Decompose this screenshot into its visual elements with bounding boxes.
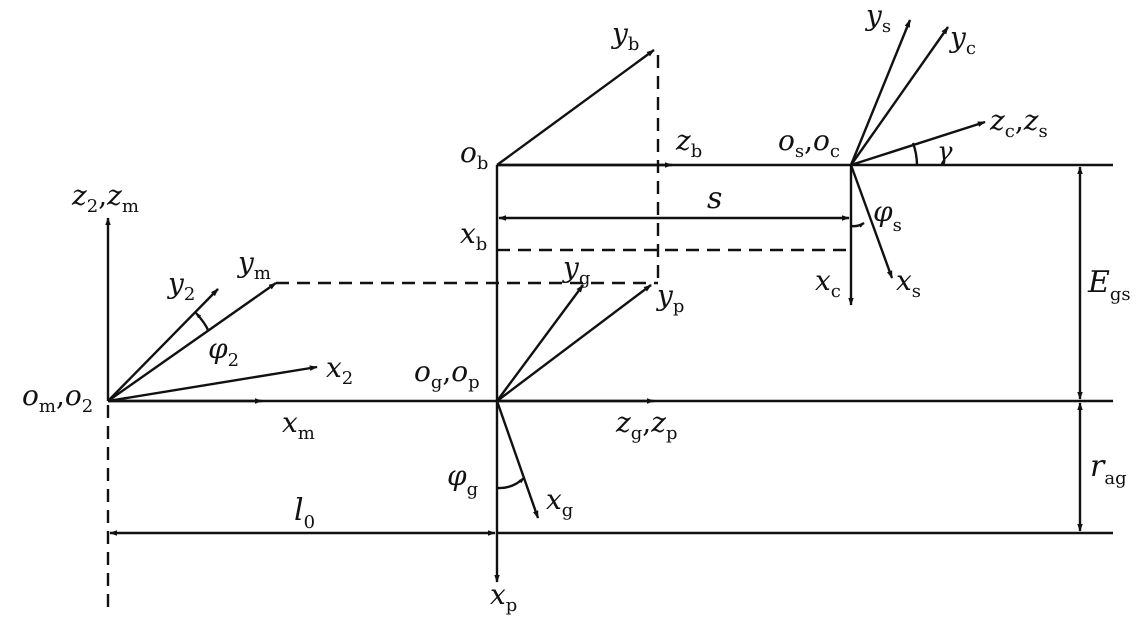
axis-xs xyxy=(849,164,894,279)
angle-phig-arc xyxy=(496,477,525,490)
label-zb: zb xyxy=(675,124,702,162)
label-ym: ym xyxy=(236,246,271,284)
axis-y2 xyxy=(107,288,219,402)
label-xb: xb xyxy=(460,217,487,255)
axis-yb xyxy=(496,49,655,166)
axis-ys xyxy=(849,19,912,166)
label-zg-zp: zg,zp xyxy=(615,406,678,444)
axis-yg xyxy=(496,284,584,402)
label-xs: xs xyxy=(896,264,921,302)
axis-zc-zs xyxy=(850,120,986,167)
label-s: s xyxy=(707,181,722,216)
label-rag: rag xyxy=(1090,449,1127,489)
label-yc: yc xyxy=(948,21,976,59)
label-x2: x2 xyxy=(326,351,353,389)
label-ys: ys xyxy=(864,0,891,37)
label-og-op: og,op xyxy=(414,355,480,393)
label-xg: xg xyxy=(546,483,573,521)
label-phig: φg xyxy=(447,459,478,500)
label-egs: Egs xyxy=(1087,265,1131,305)
axis-xg xyxy=(495,400,540,519)
label-os-oc: os,oc xyxy=(778,124,840,162)
label-l0: l0 xyxy=(294,493,315,533)
label-y2: y2 xyxy=(166,267,195,305)
axis-yp xyxy=(496,284,652,402)
label-xm: xm xyxy=(282,406,315,444)
label-yp: yp xyxy=(655,279,684,317)
angle-phis-arc xyxy=(850,221,865,228)
label-phi2: φ2 xyxy=(208,332,239,371)
label-yg: yg xyxy=(561,251,590,289)
label-yb: yb xyxy=(610,17,639,55)
label-phis: φs xyxy=(873,195,902,236)
label-xc: xc xyxy=(815,264,841,302)
label-z2-zm: z2,zm xyxy=(71,179,139,217)
label-xp: xp xyxy=(490,578,517,616)
axis-x2 xyxy=(107,365,318,403)
label-ob: ob xyxy=(460,136,488,174)
label-gamma: γ xyxy=(937,137,953,167)
axis-ym xyxy=(107,282,277,402)
angle-phi2-arc xyxy=(195,312,210,331)
axis-yc xyxy=(850,26,949,166)
label-zc-zs: zc,zs xyxy=(989,104,1048,142)
angle-gamma-arc xyxy=(911,142,919,166)
label-om-o2: om,o2 xyxy=(22,379,93,417)
